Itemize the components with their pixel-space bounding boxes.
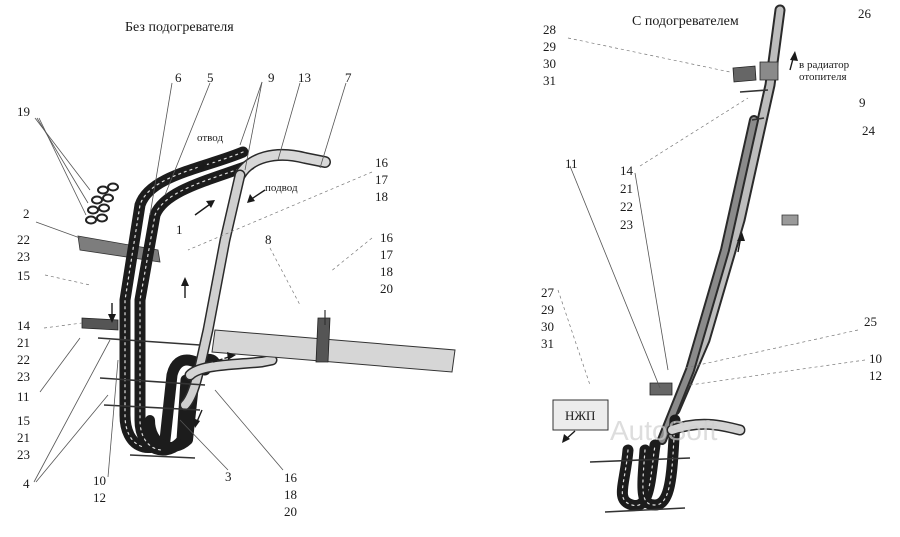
nzhp-box: НЖП [552, 399, 609, 443]
callout-2: 2 [23, 206, 30, 221]
callout-9: 9 [859, 95, 866, 110]
right-panel: С подогревателем [541, 4, 882, 513]
callout-12: 12 [869, 368, 882, 383]
callout-17: 17 [380, 247, 394, 262]
callout-31: 31 [541, 336, 554, 351]
callout-4: 4 [23, 476, 30, 491]
callout-22: 22 [17, 352, 30, 367]
label-otvod: отвод [197, 132, 223, 144]
callout-23: 23 [17, 447, 30, 462]
callout-21: 21 [17, 430, 30, 445]
callout-18: 18 [284, 487, 297, 502]
left-callouts: 19 2 22 23 15 14 21 22 23 11 15 21 23 4 … [17, 70, 394, 519]
callout-30: 30 [541, 319, 554, 334]
callout-31: 31 [543, 73, 556, 88]
callout-30: 30 [543, 56, 556, 71]
right-panel-title: С подогревателем [632, 14, 739, 29]
diagonal-hose [657, 4, 786, 445]
callout-11: 11 [17, 389, 30, 404]
callout-10: 10 [93, 473, 106, 488]
callout-24: 24 [862, 123, 876, 138]
callout-7: 7 [345, 70, 352, 85]
callout-11: 11 [565, 156, 578, 171]
u-clamps [97, 337, 206, 459]
callout-15: 15 [17, 413, 30, 428]
callout-29: 29 [543, 39, 556, 54]
callout-16: 16 [284, 470, 298, 485]
callout-22: 22 [620, 199, 633, 214]
left-panel: Без подогревателя [17, 20, 456, 519]
left-leader-lines [33, 81, 373, 483]
right-callouts: 28 29 30 31 26 9 24 11 14 21 22 23 27 29… [541, 6, 882, 383]
callout-1: 1 [176, 222, 183, 237]
callout-15: 15 [17, 268, 30, 283]
callout-14: 14 [17, 318, 31, 333]
mounting-plate [81, 317, 119, 331]
right-u-hoses [589, 382, 746, 513]
callout-23: 23 [17, 249, 30, 264]
callout-22: 22 [17, 232, 30, 247]
callout-16: 16 [375, 155, 389, 170]
label-podvod: подвод [265, 182, 298, 194]
watermark: AutoSoft [610, 415, 718, 446]
callout-8: 8 [265, 232, 272, 247]
callout-23: 23 [620, 217, 633, 232]
flow-arrows [108, 159, 266, 428]
callout-18: 18 [380, 264, 393, 279]
callout-21: 21 [620, 181, 633, 196]
nuts-group [85, 182, 119, 225]
callout-3: 3 [225, 469, 232, 484]
right-leader-lines [557, 37, 866, 389]
label-radiator-2: отопителя [799, 71, 847, 83]
callout-29: 29 [541, 302, 554, 317]
callout-28: 28 [543, 22, 556, 37]
hose-6-5-pair [119, 146, 256, 456]
right-flow-arrows [737, 51, 798, 253]
callout-14: 14 [620, 163, 634, 178]
callout-18: 18 [375, 189, 388, 204]
callout-9: 9 [268, 70, 275, 85]
callout-27: 27 [541, 285, 555, 300]
callout-19: 19 [17, 104, 30, 119]
callout-6: 6 [175, 70, 182, 85]
callout-16: 16 [380, 230, 394, 245]
lower-hose [184, 354, 278, 381]
coolant-pipe [211, 310, 456, 373]
callout-13: 13 [298, 70, 311, 85]
callout-23: 23 [17, 369, 30, 384]
label-radiator-1: в радиатор [799, 59, 850, 71]
callout-25: 25 [864, 314, 877, 329]
left-panel-title: Без подогревателя [125, 20, 234, 35]
top-heater-fittings [732, 61, 799, 226]
callout-20: 20 [284, 504, 297, 519]
callout-26: 26 [858, 6, 872, 21]
callout-20: 20 [380, 281, 393, 296]
nzhp-label: НЖП [565, 408, 595, 423]
callout-10: 10 [869, 351, 882, 366]
callout-5: 5 [207, 70, 214, 85]
callout-21: 21 [17, 335, 30, 350]
callout-17: 17 [375, 172, 389, 187]
callout-12: 12 [93, 490, 106, 505]
